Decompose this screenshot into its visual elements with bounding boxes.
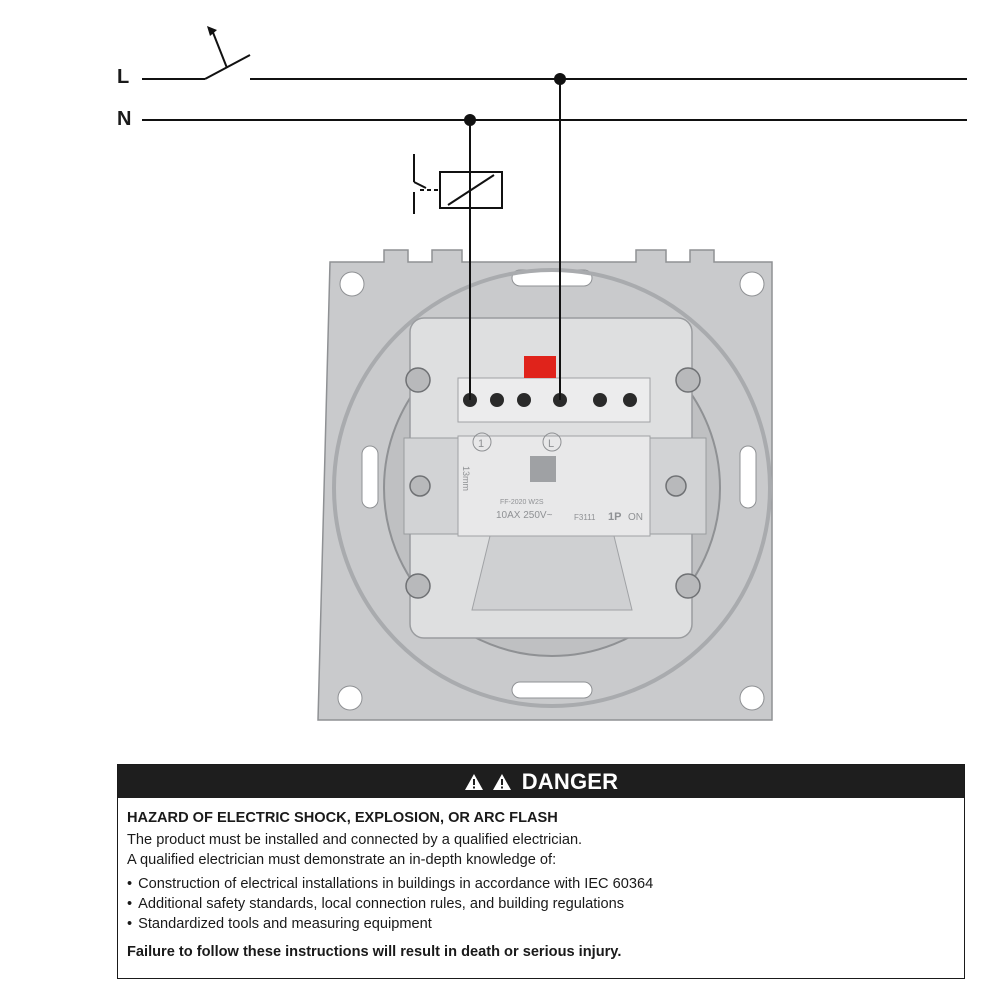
relay-coil-symbol [413, 154, 503, 214]
danger-bullet-list: Construction of electrical installations… [127, 874, 955, 934]
danger-notice: DANGER HAZARD OF ELECTRIC SHOCK, EXPLOSI… [117, 764, 965, 979]
terminal-block [457, 377, 651, 423]
terminal-release-red [524, 356, 556, 378]
line-conductor [142, 54, 967, 80]
label-line-l: L [117, 66, 130, 88]
device-body [383, 317, 721, 657]
marking-part-number: F3111 [574, 513, 596, 522]
warning-triangle-icon [492, 773, 511, 790]
device-markings: 1 L 13mm FF-2020 W2S 10AX 250V~ F3111 1P… [461, 432, 643, 523]
marking-model-code: FF-2020 W2S [500, 499, 544, 506]
list-item: Additional safety standards, local conne… [127, 894, 955, 914]
qr-code-icon [530, 456, 556, 482]
hazard-title: HAZARD OF ELECTRIC SHOCK, EXPLOSION, OR … [127, 810, 558, 826]
list-item: Construction of electrical installations… [127, 874, 955, 894]
wiring-diagram: 1 L 13mm FF-2020 W2S 10AX 250V~ F3111 1P… [142, 26, 967, 721]
danger-header: DANGER [118, 765, 964, 798]
danger-intro-2: A qualified electrician must demonstrate… [127, 852, 557, 868]
switch-arrow-icon [207, 26, 228, 69]
list-item: Standardized tools and measuring equipme… [127, 914, 955, 934]
marking-on: ON [628, 512, 643, 523]
marking-pole: 1P [608, 511, 621, 523]
label-neutral-n: N [117, 108, 132, 130]
danger-footer: Failure to follow these instructions wil… [127, 944, 622, 960]
danger-header-text: DANGER [521, 768, 619, 794]
marking-rating: 10AX 250V~ [496, 510, 553, 521]
warning-triangle-icon [464, 773, 483, 790]
marking-strip-length: 13mm [461, 466, 471, 491]
marking-terminal-l: L [548, 438, 554, 450]
danger-intro-1: The product must be installed and connec… [127, 832, 583, 848]
marking-terminal-1: 1 [478, 438, 484, 450]
